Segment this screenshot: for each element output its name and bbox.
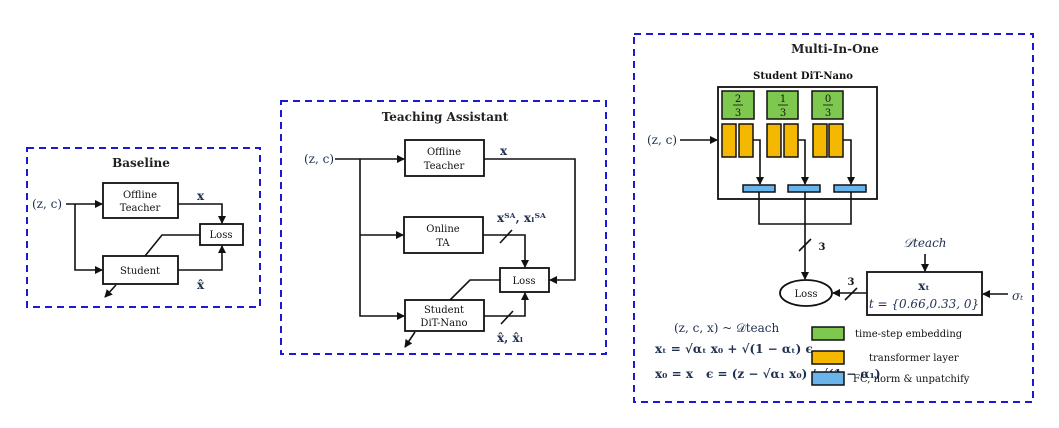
line [449, 279, 500, 301]
mio-data-source: 𝒟teach [903, 236, 946, 250]
arrow [178, 203, 226, 224]
ta-teacher-label: Teacher [424, 161, 465, 172]
legend-label: transformer layer [869, 353, 959, 364]
svg-text:2: 2 [735, 94, 741, 105]
svg-text:3: 3 [780, 108, 786, 119]
mio-count-label: 3 [819, 242, 826, 253]
mio-frame [633, 33, 1034, 403]
mio-input: (z, c) [647, 133, 677, 147]
legend-swatch-orange [811, 350, 845, 365]
ta-student-label: DiT-Nano [420, 318, 467, 329]
slash [798, 238, 812, 252]
svg-text:3: 3 [735, 108, 741, 119]
teaching-assistant-panel: Teaching Assistant (z, c) Offline Teache… [280, 100, 607, 355]
ta-loss-box [499, 267, 550, 293]
svg-text:1: 1 [780, 94, 786, 105]
svg-text:3: 3 [825, 108, 831, 119]
fc-head [742, 184, 776, 193]
ta-online-output: xᵀᴬ, xₗᵀᴬ [497, 211, 546, 225]
mio-xt-label: xₜ [918, 279, 930, 293]
ta-teacher-box [404, 139, 485, 177]
transformer-layer [766, 123, 782, 158]
baseline-loss-label: Loss [210, 230, 233, 241]
baseline-student-label: Student [120, 266, 160, 277]
multi-in-one-panel: Multi-In-One Student DiT-Nano (z, c) 2 3… [633, 33, 1034, 403]
ta-loss-label: Loss [513, 276, 536, 287]
legend-swatch-blue [811, 371, 845, 386]
arrow [404, 331, 416, 348]
fc-head [833, 184, 867, 193]
ta-teacher-label: Offline [427, 147, 461, 158]
legend-label: FC, norm & unpatchify [853, 374, 970, 385]
slash [500, 310, 514, 325]
fc-head [787, 184, 821, 193]
slash [844, 287, 858, 301]
baseline-student-box [102, 255, 179, 285]
mio-title: Multi-In-One [791, 42, 879, 56]
baseline-title: Baseline [112, 156, 170, 170]
baseline-teacher-output: x [197, 189, 205, 203]
mio-t-values: t = {0.66,0.33, 0} [869, 297, 979, 311]
baseline-panel: Baseline (z, c) Offline Teacher Loss Stu… [26, 147, 261, 308]
arrow [483, 234, 529, 268]
baseline-teacher-label: Teacher [120, 203, 161, 214]
ta-student-output: x̂, x̂ₗ [497, 331, 524, 345]
equation: (z, c, x) ~ 𝒟teach [674, 321, 779, 335]
ta-frame [280, 100, 607, 355]
equation: xₜ = √αₜ x₀ + √(1 − αₜ) ϵ [655, 342, 813, 356]
transformer-layer [828, 123, 844, 158]
arrow [74, 204, 103, 274]
timestep-embedding-2: 1 3 [766, 90, 799, 120]
mio-count-label-2: 3 [848, 277, 855, 288]
arrow [843, 139, 855, 185]
arrow [798, 139, 809, 185]
transformer-layer [738, 123, 754, 158]
timestep-embedding-1: 2 3 [721, 90, 755, 120]
svg-text:0: 0 [825, 94, 831, 105]
arrow [484, 158, 576, 284]
ta-input: (z, c) [304, 152, 334, 166]
ta-teacher-output: x [500, 144, 508, 158]
arrow [104, 284, 117, 298]
equations: (z, c, x) ~ 𝒟teach xₜ = √αₜ x₀ + √(1 − α… [655, 321, 881, 381]
line [144, 234, 200, 257]
legend-swatch-green [811, 326, 845, 341]
slash [499, 229, 513, 244]
arrow [753, 139, 764, 185]
ta-title: Teaching Assistant [382, 110, 509, 124]
legend: time-step embedding transformer layer FC… [811, 326, 970, 386]
timestep-embedding-3: 0 3 [811, 90, 844, 120]
ta-online-label: Online [426, 224, 459, 235]
equation: x₀ = x [655, 367, 694, 381]
ta-online-label: TA [436, 238, 450, 249]
legend-label: time-step embedding [855, 329, 963, 340]
transformer-layer [783, 123, 799, 158]
mio-xt-box [866, 271, 983, 316]
mio-sigma: σₜ [1012, 289, 1023, 303]
arrow [359, 159, 405, 320]
baseline-frame [26, 147, 261, 308]
output-heads [742, 184, 867, 193]
ta-student-label: Student [424, 305, 464, 316]
baseline-input: (z, c) [32, 197, 62, 211]
transformer-layer [721, 123, 737, 158]
mio-student-title: Student DiT-Nano [753, 71, 853, 82]
baseline-teacher-box [102, 182, 179, 219]
baseline-teacher-label: Offline [123, 190, 157, 201]
arrow [178, 245, 226, 271]
baseline-student-output: x̂ [197, 278, 205, 292]
arrow [484, 292, 529, 317]
mio-loss-label: Loss [795, 289, 818, 300]
transformer-layer [812, 123, 828, 158]
arrow [758, 192, 852, 279]
